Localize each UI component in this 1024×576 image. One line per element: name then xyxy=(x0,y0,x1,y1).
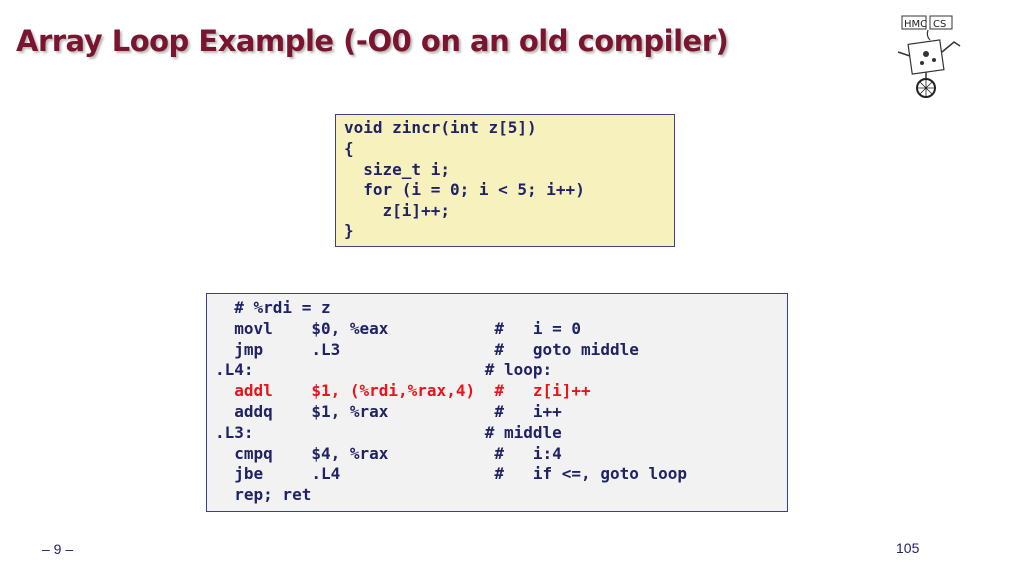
logo-text-cs: CS xyxy=(933,19,946,30)
c-code-line: } xyxy=(344,221,354,240)
asm-code-line: rep; ret xyxy=(215,485,312,505)
asm-code-line-highlighted: addl $1, (%rdi,%rax,4) # z[i]++ xyxy=(215,381,591,401)
slide-number: 105 xyxy=(896,540,920,556)
assembly-code-box: # %rdi = z movl $0, %eax # i = 0 jmp .L3… xyxy=(206,293,788,512)
asm-code-line: jmp .L3 # goto middle xyxy=(215,339,639,359)
c-code-line: size_t i; xyxy=(344,159,450,179)
asm-code-line: .L4: # loop: xyxy=(215,360,553,380)
asm-code-line: cmpq $4, %rax # i:4 xyxy=(215,443,562,463)
robot-logo-icon: HMC CS xyxy=(897,15,961,98)
asm-code-line: movl $0, %eax # i = 0 xyxy=(215,318,582,338)
c-code-line: for (i = 0; i < 5; i++) xyxy=(344,180,585,199)
asm-code-line: .L3: # middle xyxy=(215,422,562,442)
c-code-line: z[i]++; xyxy=(344,200,450,220)
asm-code-line: # %rdi = z xyxy=(215,298,331,317)
slide-title: Array Loop Example (-O0 on an old compil… xyxy=(16,24,729,58)
c-code-line: void zincr(int z[5]) xyxy=(344,118,537,137)
logo-text-hmc: HMC xyxy=(904,19,927,30)
page-label: – 9 – xyxy=(42,541,74,557)
hmc-cs-logo: HMC CS xyxy=(890,12,970,98)
c-code-box: void zincr(int z[5]) { size_t i; for (i … xyxy=(335,114,675,247)
c-code-line: { xyxy=(344,139,354,158)
asm-code-line: addq $1, %rax # i++ xyxy=(215,402,562,421)
asm-code-line: jbe .L4 # if <=, goto loop xyxy=(215,464,688,484)
